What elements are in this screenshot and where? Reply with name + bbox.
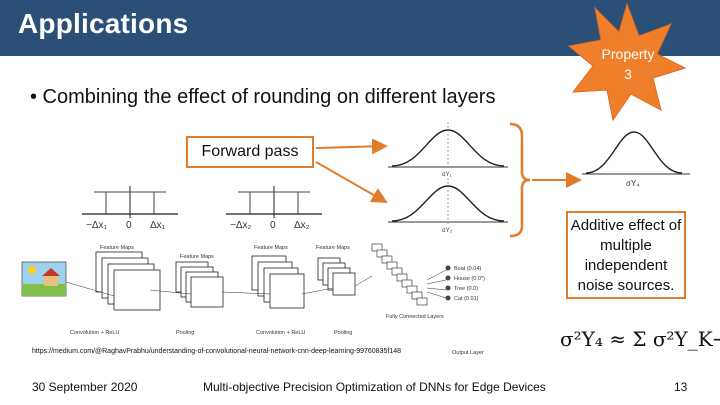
- bullet-point: • Combining the effect of rounding on di…: [30, 86, 496, 108]
- cnn-output-0: Boat (0.04): [454, 266, 481, 272]
- footer-title: Multi-objective Precision Optimization o…: [203, 380, 546, 394]
- property-star-badge: [567, 2, 687, 122]
- cnn-feature-maps-1: Feature Maps: [100, 245, 134, 251]
- forward-arrow-lower: [315, 161, 388, 203]
- gaussian-y4-label: σY₄: [626, 179, 640, 188]
- gaussian-y2: σY₂: [388, 178, 508, 234]
- flatten-layer: [371, 243, 428, 306]
- cnn-feature-maps-4: Feature Maps: [316, 245, 350, 251]
- property-badge-number: 3: [624, 66, 632, 82]
- quant-plot-2-neg: −Δx₂: [230, 220, 252, 231]
- slide-title: Applications: [18, 8, 189, 39]
- footer-date: 30 September 2020: [32, 380, 138, 394]
- quant-plot-1: −Δx₁ 0 Δx₁: [82, 186, 178, 231]
- forward-pass-box: Forward pass: [186, 136, 314, 168]
- cnn-output-2: Tree (0.0): [454, 286, 478, 292]
- sum-bracket: [509, 122, 531, 238]
- property-badge-text: Property 3: [598, 44, 658, 84]
- cnn-illustration: Feature Maps Feature Maps Feature Maps F…: [21, 243, 485, 356]
- cnn-output-1: House (0.0*): [454, 276, 485, 282]
- cnn-fc-layers: Fully Connected Layers: [386, 314, 444, 320]
- gaussian-y1-label: σY₁: [442, 172, 452, 178]
- cnn-output-layer: Output Layer: [452, 350, 484, 356]
- cnn-pooling-2: Pooling: [334, 330, 352, 336]
- gaussian-y4: σY₄: [582, 131, 690, 188]
- quant-plot-2-zero: 0: [270, 220, 276, 231]
- gaussian-y2-label: σY₂: [442, 228, 453, 234]
- cnn-conv-relu-1: Convolution + ReLU: [70, 330, 119, 336]
- noise-note-box: Additive effect of multiple independent …: [566, 211, 686, 299]
- cnn-feature-maps-3: Feature Maps: [254, 245, 288, 251]
- cnn-output-3: Cat (0.01): [454, 296, 479, 302]
- property-badge-label: Property: [601, 46, 655, 62]
- cnn-conv-relu-2: Convolution + ReLU: [256, 330, 305, 336]
- gaussian-y1: σY₁: [388, 122, 508, 178]
- footer-page-number: 13: [674, 380, 688, 394]
- source-url: https://medium.com/@RaghavPrabhu/underst…: [32, 348, 401, 355]
- variance-formula: σ²Y₄ ≈ Σ σ²Y_K→4: [560, 327, 720, 351]
- quant-plot-2: −Δx₂ 0 Δx₂: [226, 186, 322, 231]
- cnn-feature-maps-2: Feature Maps: [180, 254, 214, 260]
- quant-plot-2-pos: Δx₂: [294, 220, 310, 231]
- quant-plot-1-neg: −Δx₁: [86, 220, 108, 231]
- quant-plot-1-pos: Δx₁: [150, 220, 166, 231]
- cnn-pooling-1: Pooling: [176, 330, 194, 336]
- input-image: [21, 261, 67, 297]
- quant-plot-1-zero: 0: [126, 220, 132, 231]
- forward-arrow-upper: [315, 138, 388, 155]
